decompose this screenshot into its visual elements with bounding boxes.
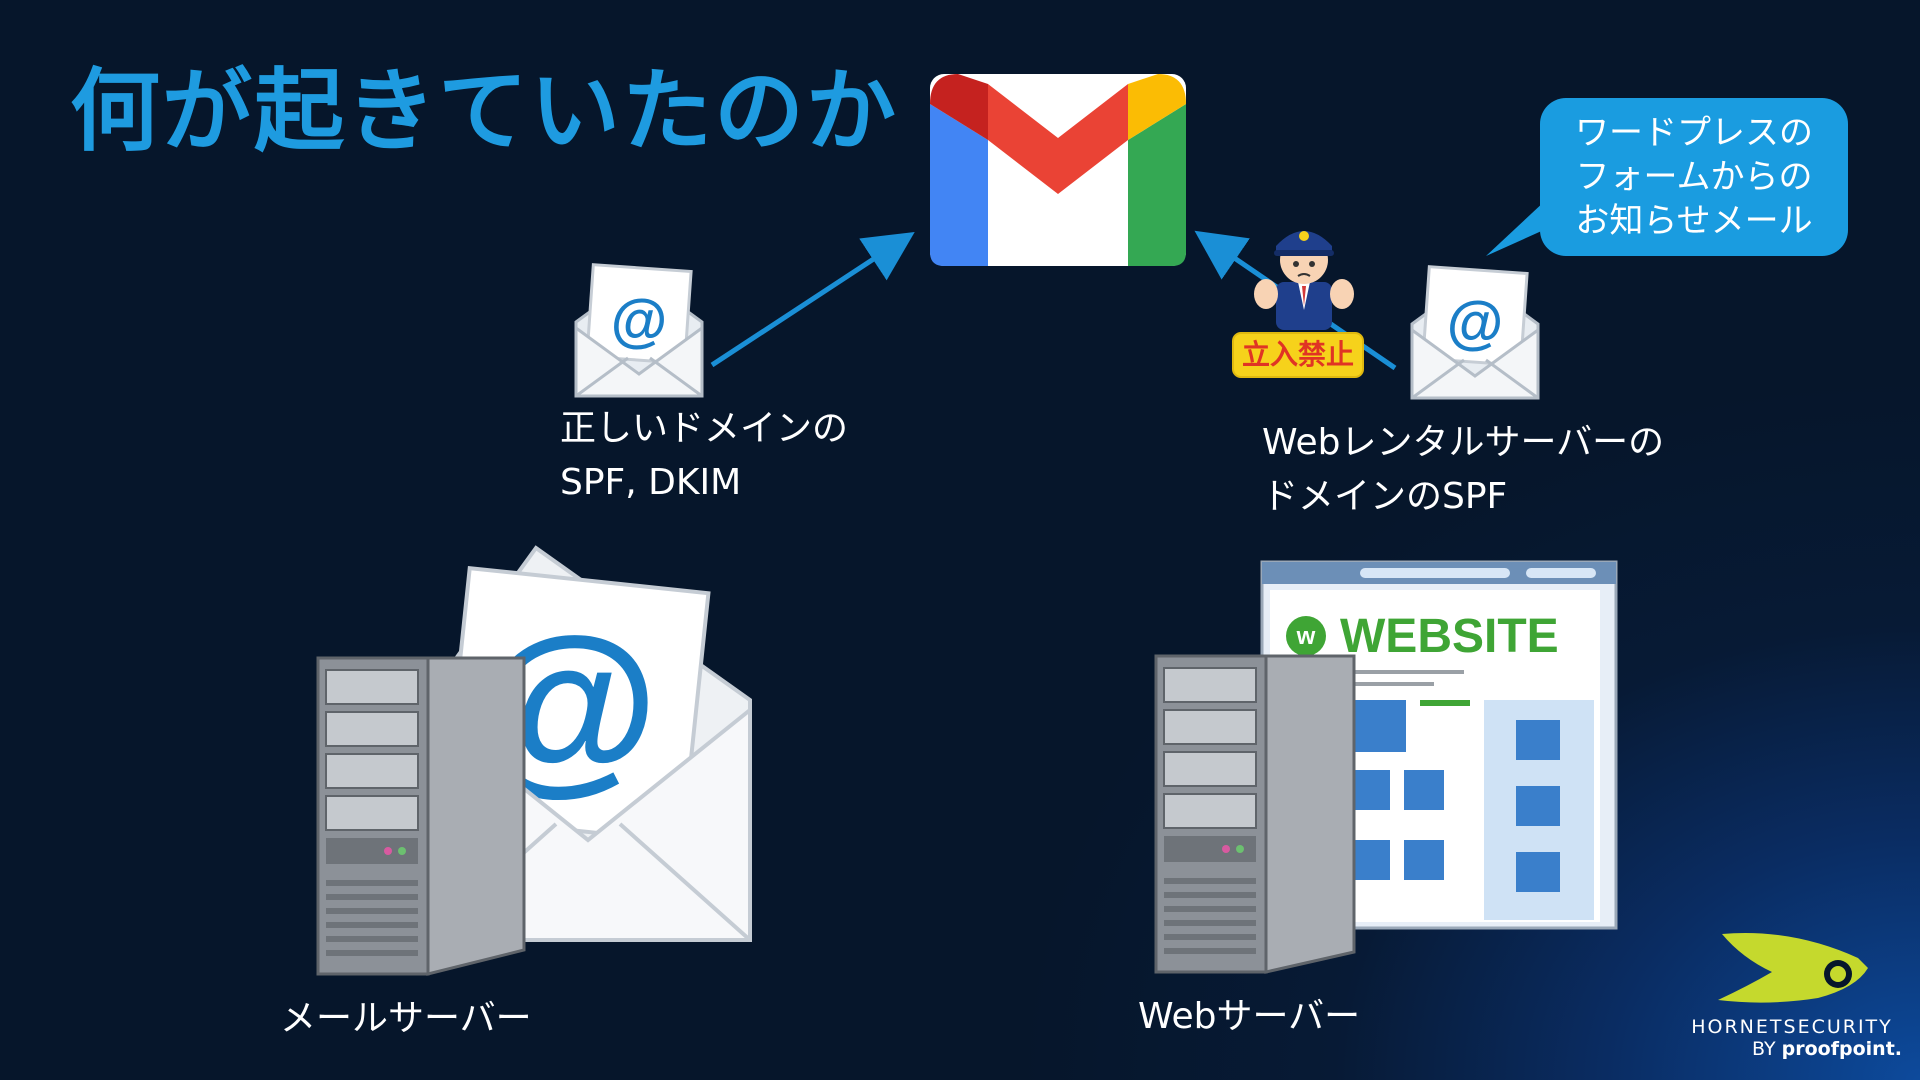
security-guard-icon — [1254, 231, 1354, 330]
mail-server-illustration: @ — [316, 545, 752, 976]
bubble-line: フォームからの — [1575, 157, 1813, 197]
correct-domain-label: 正しいドメインの SPF, DKIM — [560, 402, 848, 510]
slide-title: 何が起きていたのか — [70, 59, 898, 164]
label-line: SPF, DKIM — [560, 462, 742, 503]
label-line: 正しいドメインの — [560, 408, 849, 449]
brand-sub-name: proofpoint. — [1781, 1038, 1902, 1060]
website-heading: WEBSITE — [1340, 610, 1559, 663]
speech-bubble: ワードプレスの フォームからの お知らせメール — [1540, 98, 1848, 256]
arrow-to-gmail — [710, 232, 915, 368]
rental-domain-label: Webレンタルサーバーの ドメインのSPF — [1262, 416, 1664, 524]
mail-server-label: メールサーバー — [280, 998, 532, 1039]
web-server-illustration: w WEBSITE — [1154, 560, 1618, 974]
keep-out-sign — [1232, 332, 1364, 378]
brand-sub-prefix: BY — [1752, 1038, 1776, 1060]
svg-text:@: @ — [1447, 290, 1504, 355]
web-server-label: Webサーバー — [1138, 996, 1361, 1037]
gmail-logo-icon — [930, 74, 1186, 266]
hornet-logo-icon — [1718, 933, 1868, 1003]
envelope-at-icon: @ — [1410, 265, 1540, 400]
brand-name: HORNETSECURITY — [1691, 1016, 1893, 1038]
brand-sub: BY proofpoint. — [1752, 1038, 1902, 1060]
svg-text:@: @ — [611, 288, 668, 353]
website-logo-letter: w — [1296, 623, 1316, 650]
keep-out-sign-text: 立入禁止 — [1241, 338, 1354, 371]
bubble-line: ワードプレスの — [1575, 113, 1813, 153]
label-line: Webレンタルサーバーの — [1262, 422, 1665, 463]
bubble-line: お知らせメール — [1575, 201, 1813, 241]
label-line: ドメインのSPF — [1262, 476, 1508, 517]
envelope-at-icon: @ — [574, 263, 704, 398]
